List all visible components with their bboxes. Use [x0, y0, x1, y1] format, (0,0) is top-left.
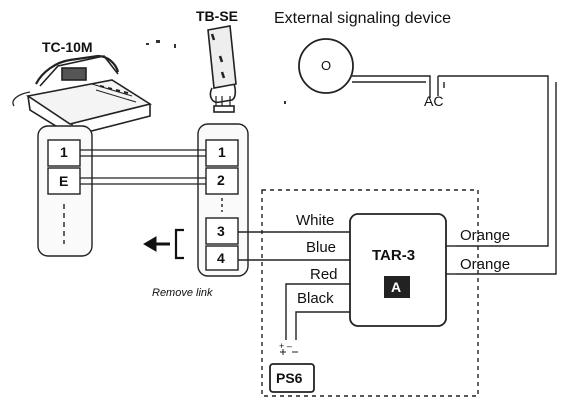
ps6-label: PS6: [276, 370, 303, 386]
right-terminal-4: 4: [217, 250, 225, 266]
tar-wires: [238, 231, 456, 340]
bell-icon: [298, 38, 354, 94]
wire-red-label: Red: [310, 266, 338, 283]
external-device-symbol: O: [321, 58, 332, 73]
terminal-wires: [80, 149, 206, 185]
right-terminal-1: 1: [218, 144, 226, 160]
wire-blue-label: Blue: [306, 239, 337, 256]
wire-orange-2-label: Orange: [460, 256, 511, 273]
ac-label: AC: [424, 93, 444, 109]
wire-white-label: White: [296, 212, 335, 229]
ac-wiring: [352, 75, 557, 275]
link-bracket-icon: [174, 228, 184, 260]
right-terminal-block: [197, 123, 249, 277]
tar3-badge-label: A: [391, 279, 402, 295]
handset-icon: [207, 25, 237, 113]
dashed-enclosure: [261, 189, 479, 397]
arrow-left-icon: [143, 236, 170, 252]
left-terminal-e: E: [59, 173, 69, 189]
ps6-box: [269, 363, 315, 393]
right-terminal-2: 2: [217, 172, 225, 188]
right-terminal-3: 3: [217, 223, 225, 239]
scan-marks: [146, 40, 286, 104]
headset-label: TB-SE: [196, 8, 238, 24]
external-device-label: External signaling device: [274, 10, 451, 27]
phone-label: TC-10M: [42, 39, 93, 55]
left-terminal-block: [37, 125, 93, 257]
tar3-badge: [384, 276, 410, 298]
ps6-polarity: + –: [279, 341, 292, 351]
tar3-box: [349, 213, 447, 327]
wire-orange-1-label: Orange: [460, 227, 511, 244]
left-terminal-1: 1: [60, 144, 68, 160]
telephone-icon: [12, 54, 153, 138]
remove-link-note: Remove link: [152, 287, 213, 299]
wire-black-label: Black: [297, 290, 334, 307]
tar3-label: TAR-3: [372, 247, 416, 264]
